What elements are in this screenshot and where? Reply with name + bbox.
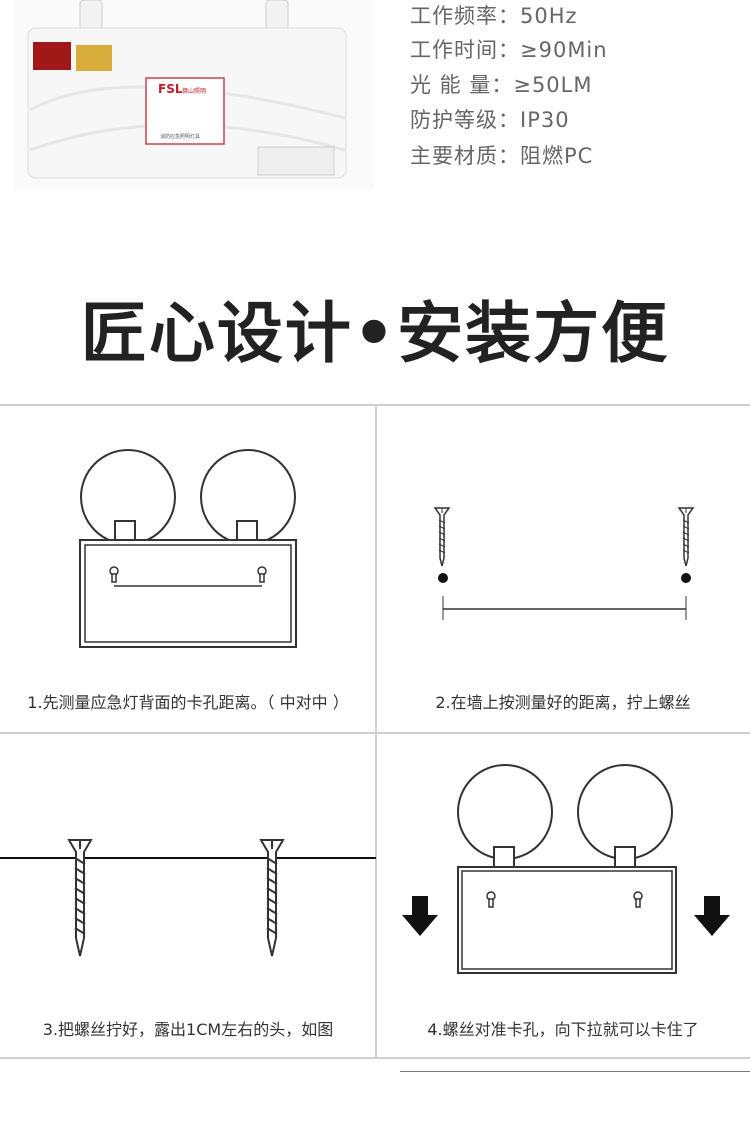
section-title: 匠心设计•安装方便 <box>80 295 670 372</box>
spec-frequency: 工作频率：50Hz <box>410 4 578 28</box>
down-arrow-icon <box>694 896 730 936</box>
down-arrow-icon <box>402 896 438 936</box>
lamp-back-diagram <box>79 449 297 648</box>
certification-badge-gold <box>76 45 112 71</box>
wall-screws-diagram <box>434 507 694 620</box>
screw-in-wall-diagram <box>0 839 376 957</box>
spec-protection: 防护等级：IP30 <box>410 108 570 132</box>
divider <box>375 404 377 1059</box>
brand-label <box>145 77 225 145</box>
hang-lamp-diagram <box>402 764 730 974</box>
spec-material: 主要材质：阻燃PC <box>410 144 594 168</box>
step-3-caption: 3.把螺丝拧好，露出1CM左右的头，如图 <box>42 1020 334 1039</box>
product-photo <box>14 0 374 190</box>
spec-working-time: 工作时间：≥90Min <box>410 38 608 62</box>
divider <box>400 1071 750 1072</box>
step-1-caption: 1.先测量应急灯背面的卡孔距离。（ 中对中 ） <box>27 693 349 712</box>
brand-name: 佛山照明 <box>182 88 207 95</box>
brand-logo: FSL <box>158 82 183 96</box>
certification-badge-red <box>33 42 71 70</box>
step-2-caption: 2.在墙上按测量好的距离，拧上螺丝 <box>435 693 691 712</box>
spec-luminous: 光 能 量：≥50LM <box>410 73 593 97</box>
step-4-caption: 4.螺丝对准卡孔，向下拉就可以卡住了 <box>427 1020 699 1039</box>
label-subtitle: 消防应急照明灯具 <box>160 134 201 140</box>
